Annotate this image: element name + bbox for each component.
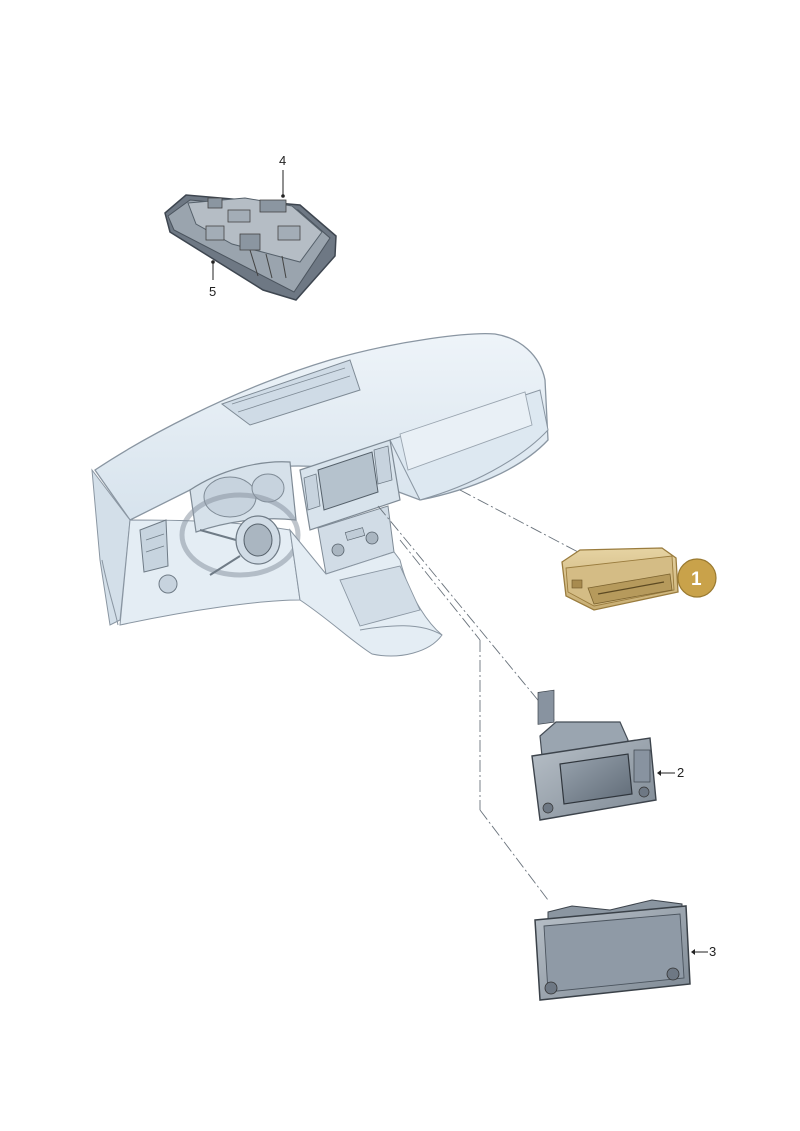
leader-dot-4: [281, 194, 285, 198]
leader-dot-5: [211, 260, 215, 264]
callout-5: 5: [209, 284, 216, 299]
callout-2: 2: [677, 765, 684, 780]
connection-lines: [377, 489, 579, 901]
callout-badge-1: [677, 558, 717, 598]
part-2-display: [531, 689, 657, 821]
leader-arrow-2: [657, 770, 661, 776]
callout-1: 1: [691, 569, 702, 590]
dashboard: [91, 333, 549, 657]
callout-3: 3: [709, 944, 716, 959]
part-3-panel: [534, 899, 691, 1001]
leader-arrow-3: [691, 949, 695, 955]
overhead-module: [164, 194, 337, 301]
callout-4: 4: [279, 153, 286, 168]
part-1-unit: [561, 547, 679, 611]
